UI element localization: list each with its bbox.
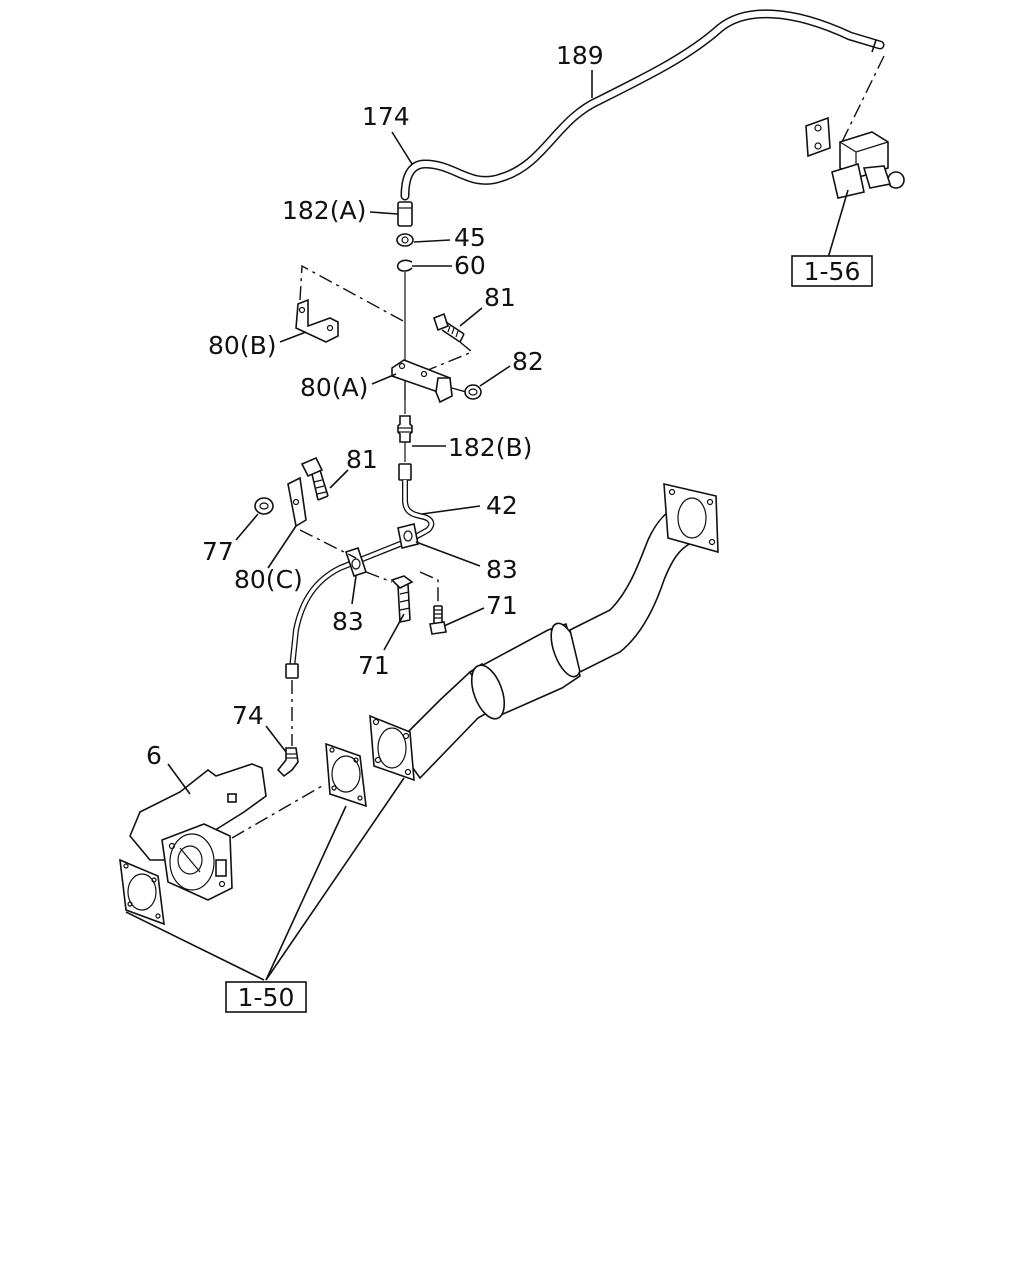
callout-71-right: 71 [486, 591, 518, 620]
reference-box-1-50[interactable]: 1-50 [225, 981, 307, 1013]
callout-80b: 80(B) [208, 331, 276, 360]
callout-83-left: 83 [332, 607, 364, 636]
gasket-lower [119, 858, 165, 926]
reference-box-1-56[interactable]: 1-56 [791, 255, 873, 287]
part-77-nut [254, 497, 274, 515]
callout-42: 42 [486, 491, 518, 520]
callout-60: 60 [454, 251, 486, 280]
part-182b-fitting [397, 415, 413, 443]
part-74-elbow [276, 747, 299, 778]
exhaust-pipe [394, 500, 703, 780]
bracket-80c [287, 476, 307, 528]
part-81-bolt-top [433, 312, 465, 343]
part-60-clip [396, 259, 413, 272]
leader-lines [125, 70, 593, 981]
callout-174: 174 [362, 102, 410, 131]
callout-81-mid: 81 [346, 445, 378, 474]
callout-182a: 182(A) [282, 196, 366, 225]
callout-77: 77 [202, 537, 234, 566]
callout-80a: 80(A) [300, 373, 368, 402]
hose-189 [400, 9, 885, 201]
callout-74: 74 [232, 701, 264, 730]
callout-71-left: 71 [358, 651, 390, 680]
reference-label-1-56: 1-56 [804, 257, 861, 286]
pipe-42 [285, 463, 435, 679]
vacuum-valve-assembly [805, 116, 905, 259]
bracket-80a [391, 359, 453, 404]
callout-81-top: 81 [484, 283, 516, 312]
part-71-bolt-right [429, 605, 447, 635]
reference-label-1-50: 1-50 [238, 983, 295, 1012]
exhaust-flange-outlet [663, 482, 719, 554]
callout-45: 45 [454, 223, 486, 252]
callout-82: 82 [512, 347, 544, 376]
gasket-middle [325, 742, 367, 808]
part-82-nut [464, 384, 482, 400]
bracket-80b [295, 298, 339, 343]
exhaust-brake-body [129, 763, 267, 901]
part-182a-sleeve [397, 201, 413, 227]
part-45-nut [396, 233, 414, 247]
clamp-83-left [344, 546, 368, 578]
callout-83-right: 83 [486, 555, 518, 584]
clamp-83-right [397, 523, 419, 549]
exhaust-flange-inlet [369, 714, 415, 782]
callout-6: 6 [146, 741, 162, 770]
callout-80c: 80(C) [234, 565, 303, 594]
callout-182b: 182(B) [448, 433, 532, 462]
callout-189: 189 [556, 41, 604, 70]
part-81-bolt-mid [300, 456, 329, 501]
part-71-bolt-left [390, 575, 414, 623]
